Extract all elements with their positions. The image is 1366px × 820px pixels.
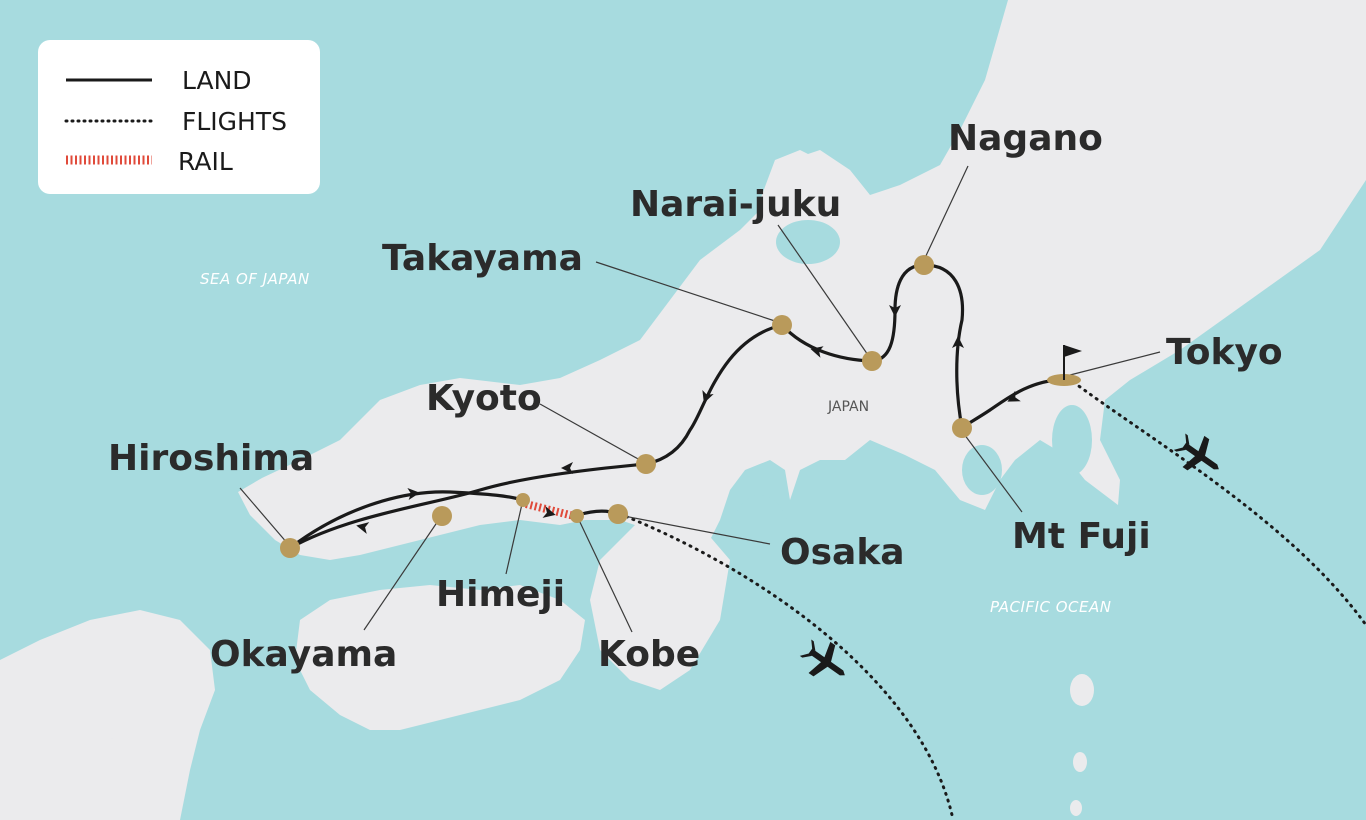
route-arrow-icon xyxy=(952,336,964,348)
city-label-kyoto: Kyoto xyxy=(426,378,542,419)
leader-takayama xyxy=(595,261,779,323)
city-label-hiroshima: Hiroshima xyxy=(108,438,314,479)
stop-marker-okayama[interactable] xyxy=(432,506,452,526)
sea-of-japan-label: SEA OF JAPAN xyxy=(200,270,310,288)
leader-kyoto xyxy=(539,403,641,461)
city-label-takayama: Takayama xyxy=(382,238,583,279)
city-label-osaka: Osaka xyxy=(780,532,905,573)
city-label-mt-fuji: Mt Fuji xyxy=(1012,516,1151,557)
city-label-narai-juku: Narai-juku xyxy=(630,184,841,225)
stop-marker-kobe[interactable] xyxy=(570,509,584,523)
legend-flights-label: FLIGHTS xyxy=(182,107,287,136)
leader-narai-juku xyxy=(777,224,869,356)
route-arrow-icon xyxy=(702,389,714,404)
label-leaders xyxy=(239,165,1161,633)
legend-rail-label: RAIL xyxy=(178,147,233,176)
land-route-takayama-kyoto xyxy=(644,323,784,466)
stop-marker-himeji[interactable] xyxy=(516,493,530,507)
stop-marker-hiroshima[interactable] xyxy=(280,538,300,558)
route-arrow-icon xyxy=(542,506,556,518)
route-arrow-icon xyxy=(561,462,573,474)
city-label-himeji: Himeji xyxy=(436,574,565,615)
land-route-narai-takayama xyxy=(780,323,874,363)
leader-hiroshima xyxy=(239,487,289,545)
land-route-hiroshima-himeji xyxy=(288,490,524,550)
route-arrows xyxy=(356,305,1021,534)
route-arrow-icon xyxy=(1007,390,1021,402)
bay xyxy=(730,495,790,585)
islet xyxy=(1070,800,1082,816)
leader-himeji xyxy=(505,503,523,575)
noto-peninsula xyxy=(760,150,820,235)
city-label-okayama: Okayama xyxy=(210,634,397,675)
flag-icon xyxy=(1063,345,1082,380)
route-arrow-icon xyxy=(407,488,420,500)
airplane-icon xyxy=(1173,433,1219,471)
kyushu-island xyxy=(0,610,215,820)
stop-marker-osaka[interactable] xyxy=(608,504,628,524)
rail-route-himeji-kobe xyxy=(525,500,575,520)
shikoku-island xyxy=(295,585,585,730)
legend-land-label: LAND xyxy=(182,66,252,95)
leader-mt-fuji xyxy=(963,433,1023,513)
route-arrow-icon xyxy=(889,305,901,317)
airplane-icon xyxy=(799,639,845,677)
city-label-kobe: Kobe xyxy=(598,634,700,675)
leader-okayama xyxy=(363,517,441,631)
bay xyxy=(1052,405,1092,475)
stop-marker-narai-juku[interactable] xyxy=(862,351,882,371)
bay xyxy=(776,220,840,264)
leader-tokyo xyxy=(1069,351,1161,376)
city-label-nagano: Nagano xyxy=(948,118,1103,159)
country-label: JAPAN xyxy=(827,399,869,415)
land-route-kyoto-hiroshima xyxy=(288,462,648,550)
land-route-fuji-nagano xyxy=(922,263,965,430)
stop-marker-kyoto[interactable] xyxy=(636,454,656,474)
stop-marker-takayama[interactable] xyxy=(772,315,792,335)
islet xyxy=(1070,674,1094,706)
leader-osaka xyxy=(623,515,771,545)
kii-peninsula xyxy=(590,520,730,690)
islet xyxy=(1073,752,1087,772)
legend: LAND FLIGHTS RAIL xyxy=(38,40,320,194)
stop-marker-mt-fuji[interactable] xyxy=(952,418,972,438)
pacific-ocean-label: PACIFIC OCEAN xyxy=(990,598,1112,616)
route-arrow-icon xyxy=(810,346,824,358)
stop-markers xyxy=(280,255,1081,558)
bay xyxy=(962,445,1002,495)
leader-kobe xyxy=(577,517,633,633)
flight-route-tokyo xyxy=(1066,376,1366,627)
city-label-tokyo: Tokyo xyxy=(1166,332,1283,373)
islet xyxy=(85,738,155,782)
flight-route-osaka xyxy=(618,512,954,817)
route-arrow-icon xyxy=(356,522,370,534)
stop-marker-nagano[interactable] xyxy=(914,255,934,275)
leader-nagano xyxy=(923,165,969,261)
